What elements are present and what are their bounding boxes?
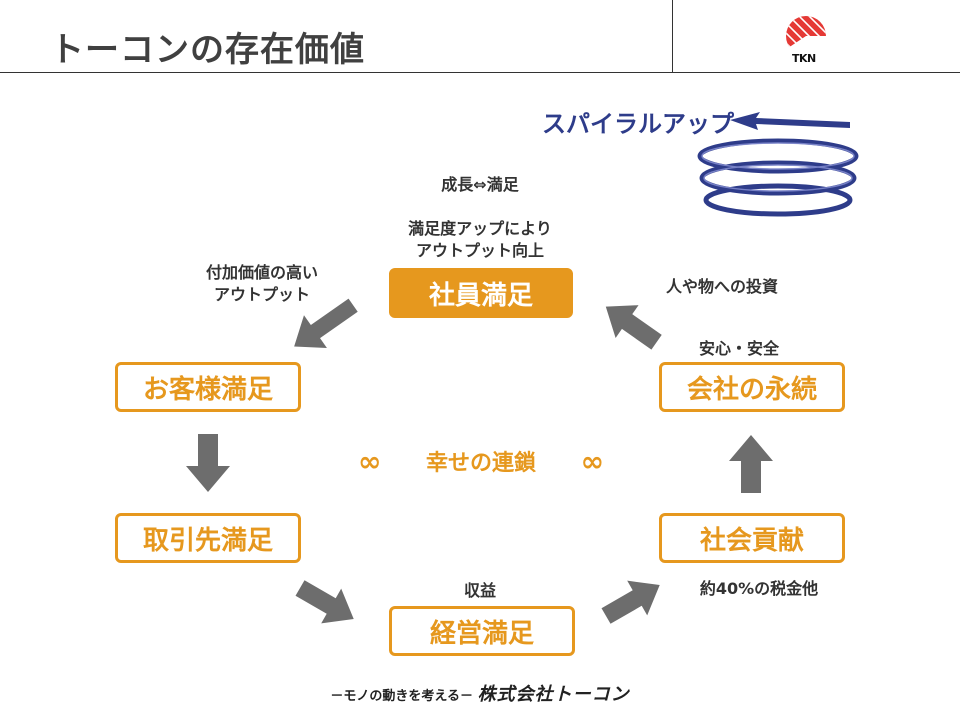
partner-satisfaction-box: 取引先満足 [115, 513, 301, 563]
header-vertical-divider [672, 0, 673, 72]
arrow-contribution-to-continuity-icon [729, 435, 773, 493]
social-contribution-box: 社会貢献 [659, 513, 845, 563]
growth-label: 成長⇔満足 [441, 175, 519, 194]
value-label-line1: 付加価値の高い [205, 263, 318, 282]
footer-brand: 株式会社トーコン [477, 684, 630, 705]
revenue-label: 収益 [463, 581, 496, 600]
investment-label: 人や物への投資 [665, 277, 778, 296]
logo-text: TKN [792, 52, 816, 65]
spiral-up-label: スパイラルアップ [542, 110, 734, 138]
arrow-customer-to-partner-icon [186, 434, 230, 492]
customer-satisfaction-box: お客様満足 [115, 362, 301, 412]
satisfaction-label-line2: アウトプット向上 [415, 241, 544, 260]
value-label-line2: アウトプット [213, 285, 310, 304]
arrow-management-to-contribution-icon [601, 580, 660, 624]
footer-tagline: －モノの動きを考える－ [330, 689, 474, 704]
footer: －モノの動きを考える－ 株式会社トーコン [300, 680, 660, 706]
arrow-continuity-to-employee-icon [605, 305, 662, 350]
arrow-partner-to-management-icon [295, 580, 354, 624]
management-satisfaction-box: 経営満足 [389, 606, 575, 656]
infinity-right-icon: ∞ [580, 444, 604, 478]
header-divider [0, 72, 960, 73]
continuity-box: 会社の永続 [659, 362, 845, 412]
tax-label: 約40%の税金他 [699, 579, 819, 598]
satisfaction-label-line1: 満足度アップにより [408, 219, 552, 238]
chain-of-happiness: ∞ 幸せの連鎖 ∞ [358, 444, 604, 478]
page-title: トーコンの存在価値 [50, 30, 365, 70]
spiral-icon [697, 112, 859, 217]
company-logo-icon [782, 16, 834, 68]
safety-label: 安心・安全 [698, 339, 779, 358]
employee-satisfaction-box: 社員満足 [389, 268, 573, 318]
chain-text: 幸せの連鎖 [425, 451, 536, 476]
infinity-left-icon: ∞ [358, 444, 382, 478]
